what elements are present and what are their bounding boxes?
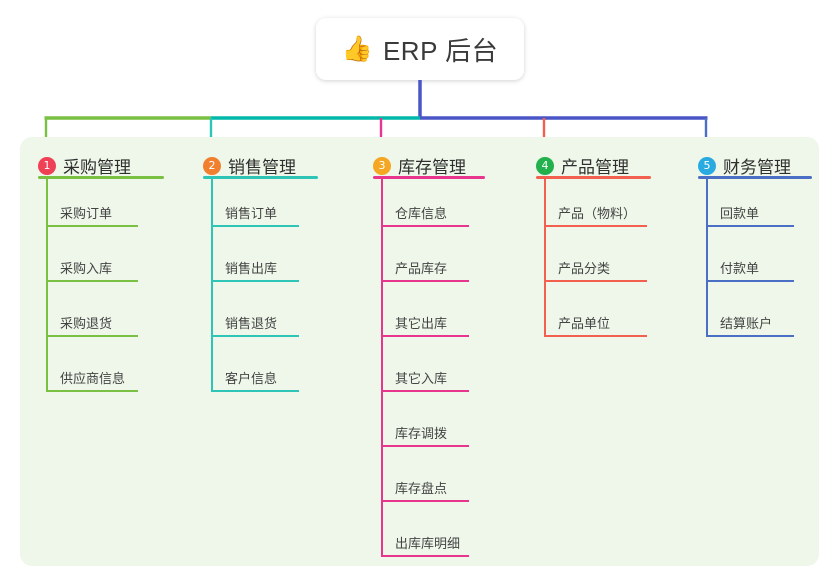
branch-header-1[interactable]: 1 采购管理 (38, 153, 131, 178)
branch-spine-3 (381, 179, 383, 557)
branch-item[interactable]: 库存盘点 (373, 476, 481, 502)
branch-item-rule (381, 445, 469, 447)
branch-item[interactable]: 回款单 (698, 201, 806, 227)
branch-item-rule (211, 335, 299, 337)
branch-item[interactable]: 产品库存 (373, 256, 481, 282)
branch-item-label: 采购订单 (60, 206, 113, 221)
branch-badge-1: 1 (38, 156, 56, 175)
branch-item[interactable]: 结算账户 (698, 311, 806, 337)
root-title: ERP 后台 (382, 35, 499, 66)
branch-header-rule-4 (536, 176, 651, 179)
branch-item-label: 产品库存 (395, 261, 448, 276)
branch-item[interactable]: 出库库明细 (373, 531, 481, 557)
branch-item-rule (381, 555, 469, 557)
branch-item[interactable]: 采购订单 (38, 201, 150, 227)
branch-item-label: 其它出库 (395, 316, 448, 331)
branches-panel: 1 采购管理采购订单采购入库采购退货供应商信息 2 销售管理销售订单销售出库销售退货客… (20, 137, 819, 566)
branch-item[interactable]: 付款单 (698, 256, 806, 282)
branch-item-label: 采购入库 (60, 261, 113, 276)
branch-item-label: 产品（物料） (558, 206, 637, 221)
branch-item-label: 销售订单 (225, 206, 278, 221)
branch-item-rule (46, 225, 138, 227)
branch-item-label: 产品分类 (558, 261, 611, 276)
branch-item-label: 结算账户 (720, 316, 773, 331)
branch-item-rule (381, 335, 469, 337)
branch-item[interactable]: 销售退货 (203, 311, 311, 337)
branch-item-label: 客户信息 (225, 371, 278, 386)
branch-title-4: 产品管理 (561, 158, 629, 177)
root-node[interactable]: 👍 ERP 后台 (316, 18, 524, 80)
branch-header-4[interactable]: 4 产品管理 (536, 153, 629, 178)
branch-spine-1 (46, 179, 48, 392)
branch-header-rule-3 (373, 176, 485, 179)
branch-item[interactable]: 产品分类 (536, 256, 659, 282)
branch-item[interactable]: 其它入库 (373, 366, 481, 392)
branch-header-rule-5 (698, 176, 812, 179)
branch-item-rule (544, 335, 647, 337)
branch-title-5: 财务管理 (723, 158, 791, 177)
branch-item-rule (381, 280, 469, 282)
branch-badge-4: 4 (536, 156, 554, 175)
branch-item-label: 库存调拨 (395, 426, 448, 441)
branch-item[interactable]: 产品单位 (536, 311, 659, 337)
branch-item-label: 销售出库 (225, 261, 278, 276)
branch-item[interactable]: 产品（物料） (536, 201, 659, 227)
branch-title-1: 采购管理 (63, 158, 131, 177)
branch-item-rule (46, 390, 138, 392)
branch-item[interactable]: 采购退货 (38, 311, 150, 337)
branch-item[interactable]: 库存调拨 (373, 421, 481, 447)
branch-item-label: 供应商信息 (60, 371, 126, 386)
branch-item-rule (211, 280, 299, 282)
branch-header-rule-1 (38, 176, 164, 179)
branch-spine-4 (544, 179, 546, 337)
branch-item-rule (706, 225, 794, 227)
branch-title-2: 销售管理 (228, 158, 296, 177)
branch-item-rule (381, 500, 469, 502)
branch-item-rule (544, 225, 647, 227)
branch-item[interactable]: 客户信息 (203, 366, 311, 392)
branch-item-rule (211, 225, 299, 227)
branch-item-rule (381, 225, 469, 227)
branch-item[interactable]: 销售订单 (203, 201, 311, 227)
branch-item-label: 其它入库 (395, 371, 448, 386)
branch-title-3: 库存管理 (398, 158, 466, 177)
branch-item[interactable]: 采购入库 (38, 256, 150, 282)
branch-item[interactable]: 供应商信息 (38, 366, 150, 392)
branch-item-rule (381, 390, 469, 392)
branch-badge-5: 5 (698, 156, 716, 175)
branch-item[interactable]: 仓库信息 (373, 201, 481, 227)
branch-item-rule (544, 280, 647, 282)
branch-item-label: 回款单 (720, 206, 760, 221)
branch-item-label: 仓库信息 (395, 206, 448, 221)
branch-item[interactable]: 销售出库 (203, 256, 311, 282)
branch-item-label: 销售退货 (225, 316, 278, 331)
branch-item-rule (706, 335, 794, 337)
thumbs-up-icon: 👍 (341, 34, 373, 63)
branch-spine-5 (706, 179, 708, 337)
branch-item-label: 产品单位 (558, 316, 611, 331)
branch-spine-2 (211, 179, 213, 392)
branch-header-3[interactable]: 3 库存管理 (373, 153, 466, 178)
branch-header-rule-2 (203, 176, 318, 179)
branch-item-rule (706, 280, 794, 282)
branch-item-label: 出库库明细 (395, 536, 461, 551)
branch-header-2[interactable]: 2 销售管理 (203, 153, 296, 178)
branch-item-rule (46, 335, 138, 337)
branch-item-label: 付款单 (720, 261, 760, 276)
branch-item-label: 采购退货 (60, 316, 113, 331)
branch-item-rule (211, 390, 299, 392)
branch-badge-2: 2 (203, 156, 221, 175)
branch-header-5[interactable]: 5 财务管理 (698, 153, 791, 178)
branch-item[interactable]: 其它出库 (373, 311, 481, 337)
branch-item-label: 库存盘点 (395, 481, 448, 496)
branch-item-rule (46, 280, 138, 282)
branch-badge-3: 3 (373, 156, 391, 175)
